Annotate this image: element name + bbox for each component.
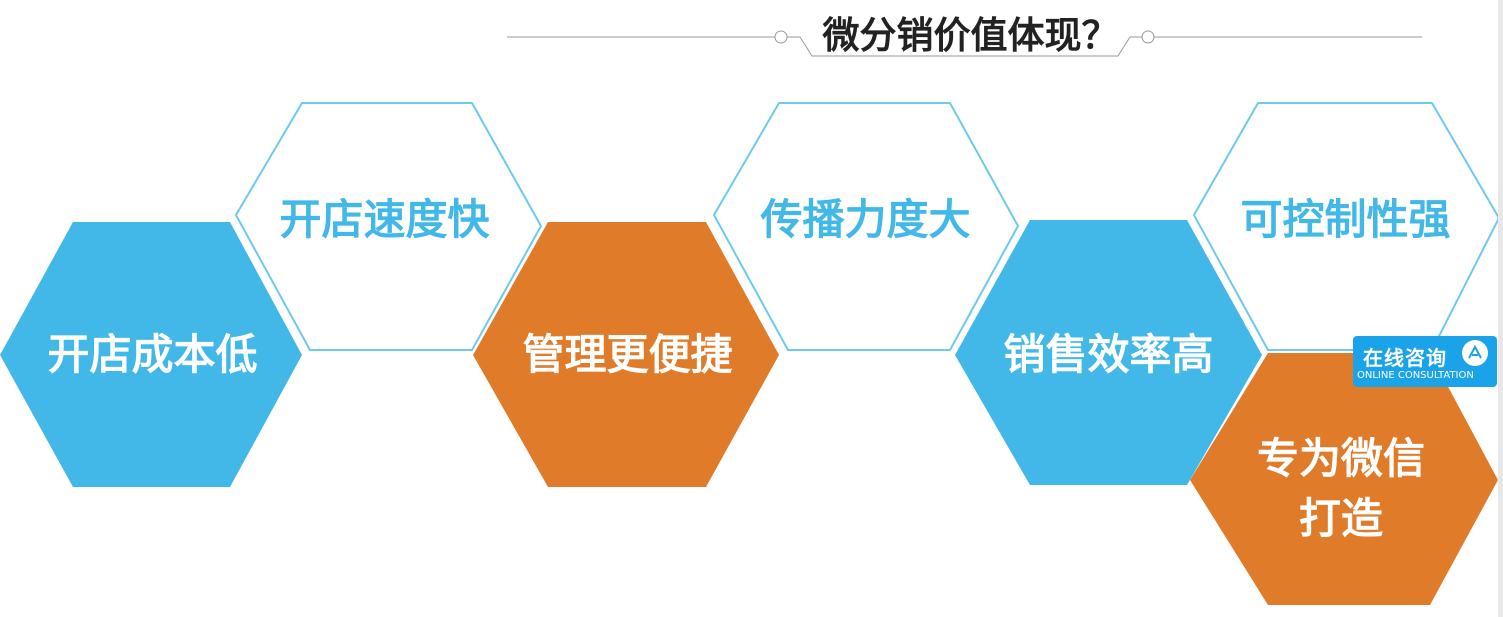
scrollbar-edge: [1498, 0, 1503, 617]
hexagon-1-label: 开店成本低: [47, 330, 258, 379]
hexagon-7-label-line2: 打造: [1298, 494, 1383, 543]
hexagon-1: [0, 222, 302, 487]
consultation-title: 在线咨询: [1363, 346, 1447, 370]
hexagon-4: [712, 102, 1020, 351]
title-decoration: [507, 30, 1422, 57]
hexagon-6-label: 可控制性强: [1240, 195, 1451, 244]
hexagon-7-label-line1: 专为微信: [1256, 434, 1425, 483]
chat-icon[interactable]: [1462, 340, 1488, 366]
hexagon-3: [473, 222, 779, 487]
hexagon-2-label: 开店速度快: [279, 195, 490, 244]
hexagon-4-label: 传播力度大: [760, 195, 971, 244]
hexagon-2: [234, 102, 543, 351]
consultation-subtitle: ONLINE CONSULTATION: [1357, 370, 1474, 381]
hexagon-3-label: 管理更便捷: [522, 330, 733, 379]
page-title: 微分销价值体现？: [822, 14, 1119, 57]
page-header: 微分销价值体现？: [0, 0, 1503, 70]
hexagon-5: [955, 220, 1262, 485]
hexagon-7: [1190, 353, 1498, 605]
hexagon-5-label: 销售效率高: [1003, 330, 1214, 379]
